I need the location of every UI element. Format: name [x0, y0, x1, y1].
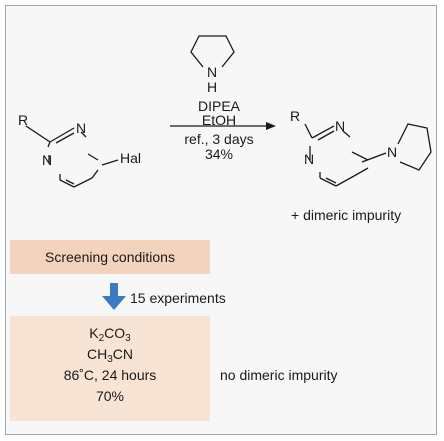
amine-h-label: H: [206, 79, 218, 95]
side-product-label: + dimeric impurity: [291, 207, 402, 223]
optimized-solvent: CH3CN: [86, 346, 134, 365]
optimized-base: K2CO3: [89, 325, 131, 344]
experiments-count-label: 15 experiments: [130, 290, 226, 306]
reactant-r-bond: [25, 125, 51, 143]
reactant-n1-label: N: [76, 120, 87, 136]
product-pyrrolidine-ring: [397, 123, 432, 171]
optimized-yield: 70%: [95, 388, 125, 404]
reaction-arrowhead: [266, 122, 276, 130]
product-n2-label: N: [304, 151, 315, 167]
product-pyrimidine-ring: [304, 123, 387, 187]
screening-down-arrow: [102, 283, 126, 310]
amine-n-label: N: [206, 64, 218, 80]
reactant-pyrimidine-ring: [47, 127, 119, 188]
product-amine-n-label: N: [387, 144, 398, 160]
screening-conditions-label: Screening conditions: [45, 249, 175, 265]
product-r-label: R: [290, 108, 301, 124]
reactant-n2-label: N: [42, 152, 53, 168]
reagent-solvent-label: EtOH: [201, 112, 237, 128]
product-n1-label: N: [335, 118, 346, 134]
condition-time-label: ref., 3 days: [184, 131, 254, 147]
condition-yield-label: 34%: [204, 146, 234, 162]
optimized-temp-time: 86˚C, 24 hours: [63, 367, 157, 383]
optimized-conditions-box: K2CO3 CH3CN 86˚C, 24 hours 70%: [10, 316, 210, 421]
reagent-base-label: DIPEA: [197, 98, 241, 114]
pyrrolidine-ring: [190, 35, 235, 68]
no-impurity-label: no dimeric impurity: [220, 367, 338, 383]
reactant-r-label: R: [18, 112, 29, 128]
screening-conditions-box: Screening conditions: [10, 240, 210, 274]
reactant-hal-label: Hal: [120, 150, 142, 166]
